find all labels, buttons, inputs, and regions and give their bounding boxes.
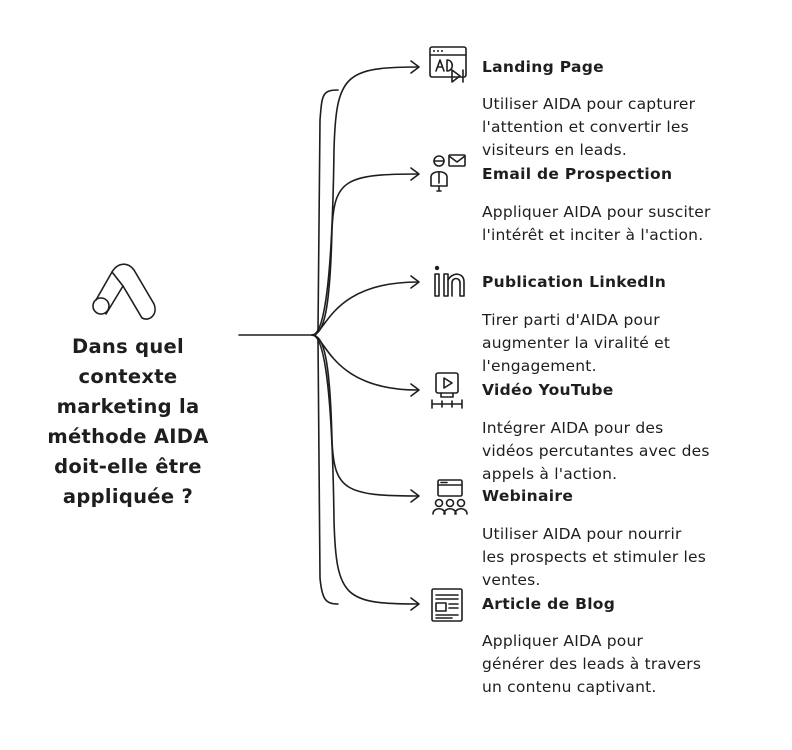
branch-description-line: un contenu captivant. bbox=[482, 678, 657, 696]
branch-description-line: générer des leads à travers bbox=[482, 655, 702, 673]
branch-connector-webinaire bbox=[311, 334, 419, 497]
branch-description-line: les prospects et stimuler les bbox=[482, 548, 707, 566]
arrowhead bbox=[410, 167, 420, 181]
branch-description-line: Appliquer AIDA pour bbox=[482, 632, 644, 650]
branch-description-line: l'intérêt et inciter à l'action. bbox=[482, 226, 704, 244]
branch-description-line: Appliquer AIDA pour susciter bbox=[482, 203, 711, 221]
landing-page-icon bbox=[429, 46, 467, 83]
branch-connector-linkedin bbox=[311, 281, 419, 336]
central-question-line: contexte bbox=[78, 365, 178, 388]
video-play-icon bbox=[431, 372, 463, 409]
arrowhead bbox=[410, 489, 420, 503]
central-question-line: Dans quel bbox=[71, 335, 185, 358]
arrowhead bbox=[410, 383, 420, 397]
branch-description: Appliquer AIDA pour générer des leads à … bbox=[482, 630, 772, 699]
branch-connector-landing-page bbox=[311, 66, 419, 336]
branch-description-line: visiteurs en leads. bbox=[482, 141, 627, 159]
arrowhead bbox=[410, 597, 420, 611]
arrowhead bbox=[410, 60, 420, 74]
branch-title: Email de Prospection bbox=[482, 165, 673, 183]
central-question-line: doit-elle être bbox=[54, 455, 202, 478]
branch-description: Appliquer AIDA pour susciter l'intérêt e… bbox=[482, 201, 772, 247]
branch-description-line: augmenter la viralité et bbox=[482, 334, 671, 352]
ads-logo-icon bbox=[92, 263, 156, 320]
branch-description-line: vidéos percutantes avec des bbox=[482, 442, 710, 460]
branch-description-line: Utiliser AIDA pour capturer bbox=[482, 95, 696, 113]
central-question: Dans quel contexte marketing la méthode … bbox=[38, 332, 218, 512]
branch-title: Article de Blog bbox=[482, 595, 616, 613]
branch-description-line: appels à l'action. bbox=[482, 465, 618, 483]
branch-description: Utiliser AIDA pour nourrir les prospects… bbox=[482, 523, 772, 592]
arrowhead bbox=[410, 275, 420, 289]
branch-title: Landing Page bbox=[482, 58, 604, 76]
person-email-icon bbox=[430, 154, 466, 192]
branch-description-line: l'engagement. bbox=[482, 357, 597, 375]
branch-description: Utiliser AIDA pour capturer l'attention … bbox=[482, 93, 772, 162]
branch-description: Intégrer AIDA pour des vidéos percutante… bbox=[482, 417, 772, 486]
central-question-line: appliquée ? bbox=[62, 485, 194, 508]
branch-description-line: Intégrer AIDA pour des bbox=[482, 419, 664, 437]
branch-description-line: Utiliser AIDA pour nourrir bbox=[482, 525, 682, 543]
branch-description-line: ventes. bbox=[482, 571, 541, 589]
article-document-icon bbox=[431, 588, 463, 622]
branch-description: Tirer parti d'AIDA pour augmenter la vir… bbox=[482, 309, 772, 378]
linkedin-icon bbox=[434, 265, 465, 297]
branch-connector-email bbox=[311, 173, 419, 336]
branch-title: Webinaire bbox=[482, 487, 574, 505]
central-question-line: méthode AIDA bbox=[47, 425, 209, 448]
branch-description-line: Tirer parti d'AIDA pour bbox=[482, 311, 660, 329]
branch-description-line: l'attention et convertir les bbox=[482, 118, 689, 136]
branch-title: Publication LinkedIn bbox=[482, 273, 667, 291]
branch-title: Vidéo YouTube bbox=[482, 381, 614, 399]
webinar-audience-icon bbox=[432, 479, 468, 515]
central-question-line: marketing la bbox=[56, 395, 200, 418]
branch-connector-blog bbox=[311, 334, 419, 605]
